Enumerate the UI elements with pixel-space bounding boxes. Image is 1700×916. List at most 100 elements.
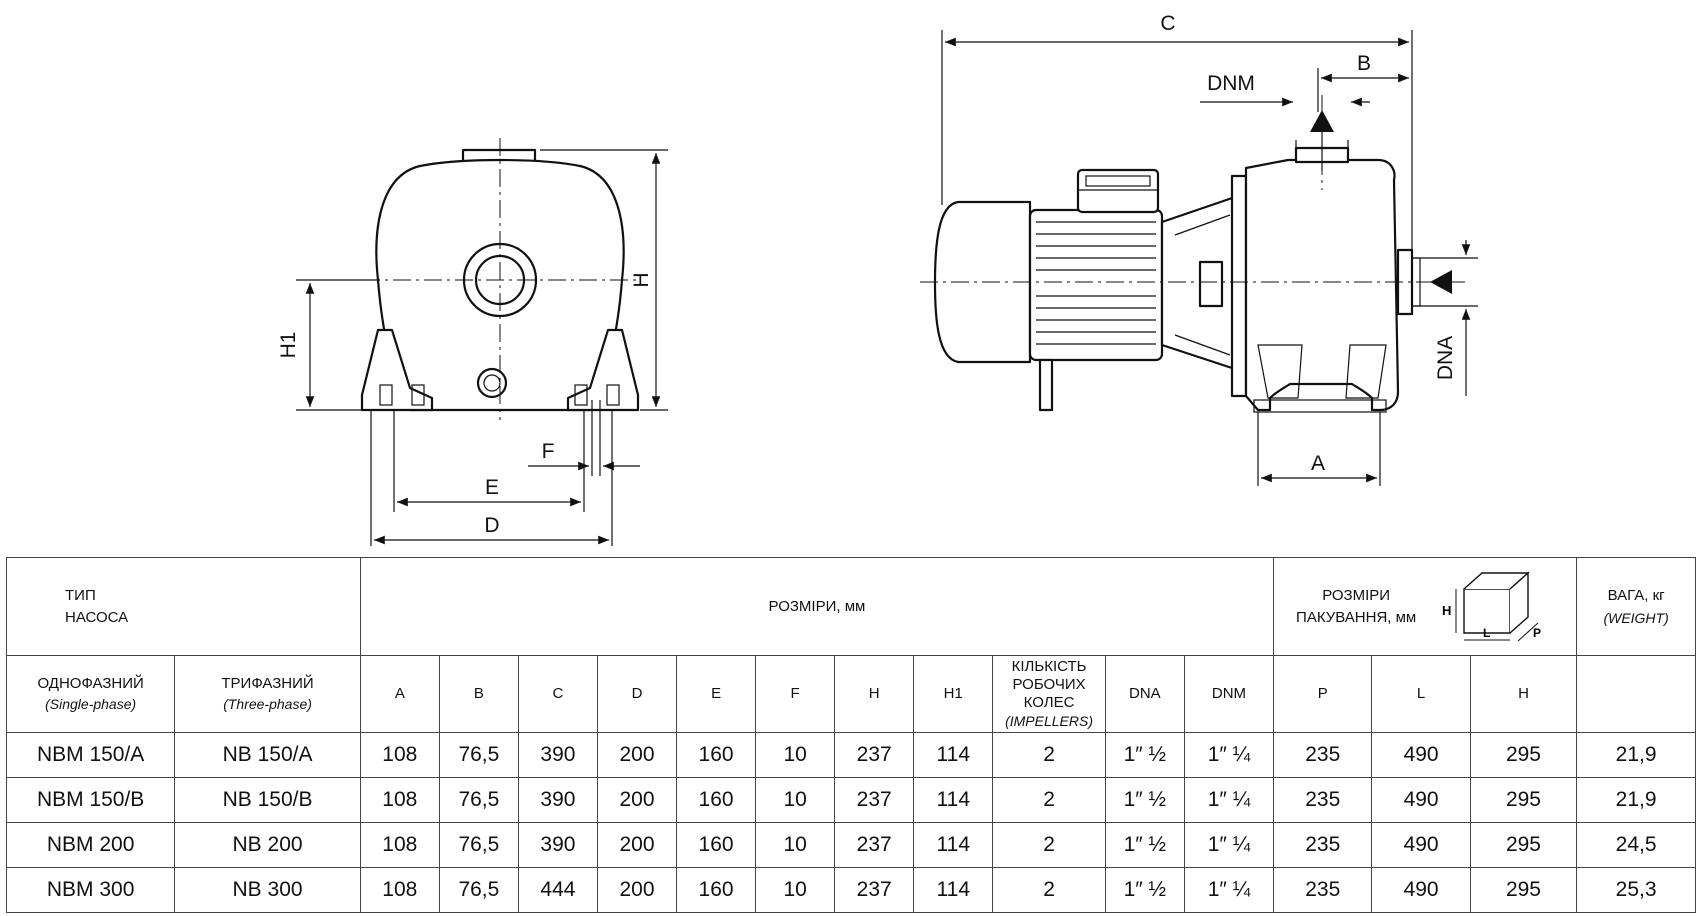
dim-b-label: B <box>1357 52 1371 75</box>
cell-dnm: 1″ ¼ <box>1183 867 1275 913</box>
cell-weight: 25,3 <box>1576 867 1696 913</box>
cell-d: 200 <box>596 867 678 913</box>
cell-h: 237 <box>834 867 915 913</box>
col-header-c: C <box>517 655 598 733</box>
cell-f: 10 <box>755 732 836 778</box>
cell-l: 490 <box>1371 732 1471 778</box>
table-row: NBM 300 NB 300 108 76,5 444 200 160 10 2… <box>5 867 1696 913</box>
cell-weight: 21,9 <box>1576 777 1696 823</box>
cell-dnm: 1″ ¼ <box>1183 822 1275 868</box>
cell-d: 200 <box>596 732 678 778</box>
cell-dna: 1″ ½ <box>1104 867 1185 913</box>
cell-c: 390 <box>517 822 598 868</box>
cell-three: NB 200 <box>174 822 361 868</box>
col-header-weight-empty <box>1576 655 1696 733</box>
cell-impellers: 2 <box>992 867 1106 913</box>
cell-l: 490 <box>1371 822 1471 868</box>
cell-c: 444 <box>517 867 598 913</box>
dim-dna-label: DNA <box>1434 336 1457 380</box>
dim-h1-label: H1 <box>277 332 300 359</box>
cell-p: 235 <box>1273 777 1373 823</box>
cell-dna: 1″ ½ <box>1104 822 1185 868</box>
cell-dna: 1″ ½ <box>1104 777 1185 823</box>
front-view: H H1 E D F <box>277 138 668 546</box>
dims-header-cell: РОЗМІРИ, мм <box>359 557 1275 656</box>
cell-pack-h: 295 <box>1469 867 1578 913</box>
cell-h1: 114 <box>913 732 994 778</box>
cell-f: 10 <box>755 822 836 868</box>
cell-l: 490 <box>1371 777 1471 823</box>
cell-l: 490 <box>1371 867 1471 913</box>
weight-header-cell: ВАГА, кг (WEIGHT) <box>1576 557 1696 656</box>
cell-three: NB 150/B <box>174 777 361 823</box>
pack-header-line-2: ПАКУВАННЯ, мм <box>1296 608 1417 626</box>
col-header-b: B <box>438 655 519 733</box>
single-phase-sub: (Single-phase) <box>45 696 137 712</box>
cell-p: 235 <box>1273 867 1373 913</box>
three-phase-sub: (Three-phase) <box>223 696 312 712</box>
pack-header-cell: РОЗМІРИ ПАКУВАННЯ, мм H L P <box>1273 557 1578 656</box>
table-row: NBM 150/B NB 150/B 108 76,5 390 200 160 … <box>5 777 1696 823</box>
type-header-line-1: ТИП <box>65 586 96 604</box>
three-phase-label: ТРИФАЗНИЙ <box>221 675 314 692</box>
package-box-icon: H L P <box>1442 570 1541 641</box>
dim-h-label: H <box>630 272 653 287</box>
impellers-line-2: РОБОЧИХ КОЛЕС <box>1012 676 1086 711</box>
side-view: C B DNM DNA A <box>920 12 1478 486</box>
col-header-dna: DNA <box>1104 655 1185 733</box>
cell-impellers: 2 <box>992 732 1106 778</box>
col-header-a: A <box>359 655 440 733</box>
weight-header: ВАГА, кг <box>1607 586 1665 604</box>
cell-pack-h: 295 <box>1469 822 1578 868</box>
cell-dna: 1″ ½ <box>1104 732 1185 778</box>
dim-f-label: F <box>542 440 555 463</box>
col-header-h1: H1 <box>913 655 994 733</box>
cell-impellers: 2 <box>992 822 1106 868</box>
cell-three: NB 150/A <box>174 732 361 778</box>
single-phase-label: ОДНОФАЗНИЙ <box>37 675 144 692</box>
cell-pack-h: 295 <box>1469 777 1578 823</box>
cell-b: 76,5 <box>438 867 519 913</box>
col-header-d: D <box>596 655 678 733</box>
cell-f: 10 <box>755 777 836 823</box>
cell-h1: 114 <box>913 822 994 868</box>
impellers-line-1: КІЛЬКІСТЬ <box>1011 658 1087 675</box>
cell-b: 76,5 <box>438 732 519 778</box>
cell-e: 160 <box>676 822 757 868</box>
cell-b: 76,5 <box>438 777 519 823</box>
col-header-h: H <box>834 655 915 733</box>
col-header-f: F <box>755 655 836 733</box>
cell-b: 76,5 <box>438 822 519 868</box>
col-header-l: L <box>1371 655 1471 733</box>
cell-e: 160 <box>676 732 757 778</box>
dim-dnm-label: DNM <box>1207 72 1255 95</box>
cell-weight: 24,5 <box>1576 822 1696 868</box>
col-header-pack-h: H <box>1469 655 1578 733</box>
cell-single: NBM 150/A <box>5 732 176 778</box>
cell-f: 10 <box>755 867 836 913</box>
cell-c: 390 <box>517 777 598 823</box>
spec-table: ТИП НАСОСА РОЗМІРИ, мм РОЗМІРИ ПАКУВАННЯ… <box>5 557 1696 913</box>
cell-single: NBM 300 <box>5 867 176 913</box>
cell-p: 235 <box>1273 732 1373 778</box>
cell-three: NB 300 <box>174 867 361 913</box>
dim-e-label: E <box>485 476 499 499</box>
col-header-e: E <box>676 655 757 733</box>
type-header-line-2: НАСОСА <box>65 608 129 626</box>
cell-dnm: 1″ ¼ <box>1183 777 1275 823</box>
package-p-label: P <box>1533 626 1541 640</box>
cell-single: NBM 200 <box>5 822 176 868</box>
dim-a-label: A <box>1311 452 1325 475</box>
weight-header-sub: (WEIGHT) <box>1603 609 1669 626</box>
cell-e: 160 <box>676 777 757 823</box>
cell-e: 160 <box>676 867 757 913</box>
col-header-dnm: DNM <box>1183 655 1275 733</box>
pack-header-line-1: РОЗМІРИ <box>1322 586 1391 604</box>
cell-h1: 114 <box>913 867 994 913</box>
impellers-sub: (IMPELLERS) <box>1005 713 1094 729</box>
cell-p: 235 <box>1273 822 1373 868</box>
type-header-cell: ТИП НАСОСА <box>6 557 361 656</box>
cell-weight: 21,9 <box>1576 732 1696 778</box>
dim-c-label: C <box>1160 12 1175 35</box>
col-header-impellers: КІЛЬКІСТЬ РОБОЧИХ КОЛЕС (IMPELLERS) <box>992 655 1106 733</box>
